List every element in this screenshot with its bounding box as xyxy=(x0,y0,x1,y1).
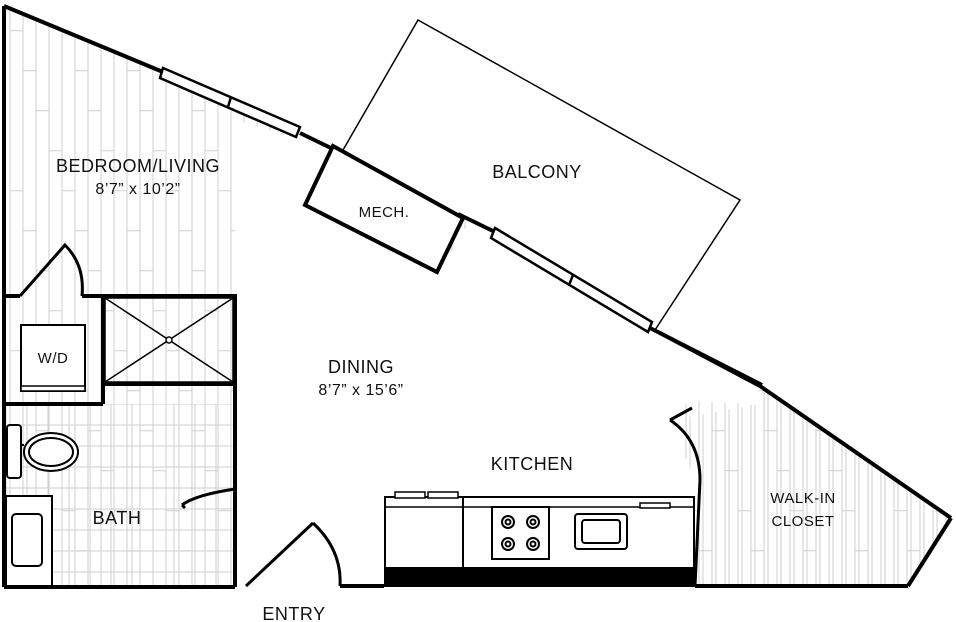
window-upper xyxy=(158,66,302,139)
mech-room xyxy=(302,143,466,275)
kitchen-sink xyxy=(574,513,628,550)
mech-label: MECH. xyxy=(359,204,410,221)
balcony-outline xyxy=(342,18,742,331)
dining-dimensions: 8’7” x 15’6” xyxy=(318,382,403,399)
kitchen-label: KITCHEN xyxy=(491,454,574,474)
toilet xyxy=(6,424,79,479)
closet-door xyxy=(669,406,702,587)
closet-label-line1: WALK-IN xyxy=(770,490,835,507)
bath-door xyxy=(180,487,236,510)
entry-label: ENTRY xyxy=(262,604,325,622)
laundry-door xyxy=(18,242,84,297)
bedroom-living-label: BEDROOM/LIVING xyxy=(56,156,220,176)
bath-walls xyxy=(4,294,237,587)
kitchen-range xyxy=(491,506,550,560)
bath-label: BATH xyxy=(93,508,142,528)
window-lower xyxy=(489,226,654,334)
shower xyxy=(104,297,234,383)
bedroom-living-dimensions: 8’7” x 10’2” xyxy=(95,181,180,198)
bath-vanity xyxy=(5,495,53,587)
wd-label: W/D xyxy=(38,350,69,367)
washer-dryer xyxy=(20,324,86,392)
entry-door xyxy=(244,521,342,588)
dining-label: DINING xyxy=(328,357,394,377)
balcony-label: BALCONY xyxy=(492,162,582,182)
closet-label-line2: CLOSET xyxy=(771,513,834,530)
